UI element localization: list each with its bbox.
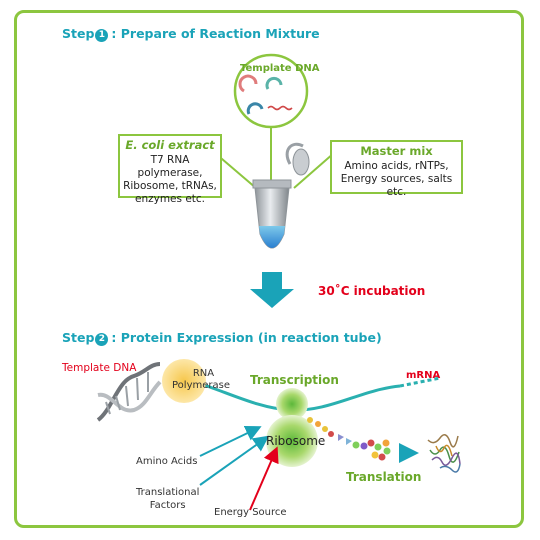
incubation-label: 30˚C incubation: [318, 284, 426, 298]
master-mix-title: Master mix: [360, 144, 433, 158]
ecoli-line-3: enzymes etc.: [134, 193, 206, 205]
plasmid-teal-icon: [265, 76, 283, 90]
ribosome-icon: [266, 415, 318, 467]
factors-arrow: [199, 435, 270, 486]
mrna-label: mRNA: [406, 370, 441, 381]
step2-number-badge: 2: [95, 333, 109, 346]
plasmid-blue-icon: [246, 102, 264, 115]
plasmid-red-icon: [238, 74, 258, 93]
ecoli-line-2: Ribosome, tRNAs,: [123, 180, 217, 192]
master-line-1: Amino acids, rNTPs,: [344, 160, 449, 172]
outer-frame: [14, 10, 524, 528]
master-mix-box: Master mix Amino acids, rNTPs, Energy so…: [330, 140, 463, 198]
dna-helix-icon: [96, 362, 162, 422]
transcription-complex-icon: [276, 388, 308, 420]
linear-dna-icon: [267, 105, 293, 111]
master-line-2: Energy sources, salts etc.: [340, 173, 453, 198]
energy-source-arrow: [249, 446, 279, 511]
translation-label: Translation: [346, 470, 422, 484]
ecoli-extract-title: E. coli extract: [125, 138, 215, 152]
ecoli-line-1: T7 RNA polymerase,: [137, 154, 203, 179]
ecoli-extract-box: E. coli extract T7 RNA polymerase, Ribos…: [118, 134, 222, 205]
big-down-arrow: [250, 272, 294, 308]
ribosome-label: Ribosome: [266, 434, 326, 448]
rna-polymerase-label: RNA Polymerase: [172, 368, 230, 391]
folded-protein-icon: [427, 434, 461, 473]
amino-acids-label: Amino Acids: [136, 456, 198, 467]
amino-acids-arrow: [199, 426, 262, 457]
translational-factors-label: Translational Factors: [136, 487, 200, 511]
polypeptide-chain-icon: [307, 417, 391, 461]
template-dna-label: Template DNA: [240, 63, 320, 74]
energy-source-label: Energy Source: [214, 507, 287, 518]
connector-master: [293, 152, 335, 189]
transcription-label: Transcription: [250, 373, 339, 387]
rna-polymerase-icon: [162, 359, 206, 403]
reaction-tube-icon: [252, 142, 310, 249]
step1-number-badge: 1: [95, 29, 109, 42]
template-dna-text: Template DNA: [62, 362, 137, 374]
